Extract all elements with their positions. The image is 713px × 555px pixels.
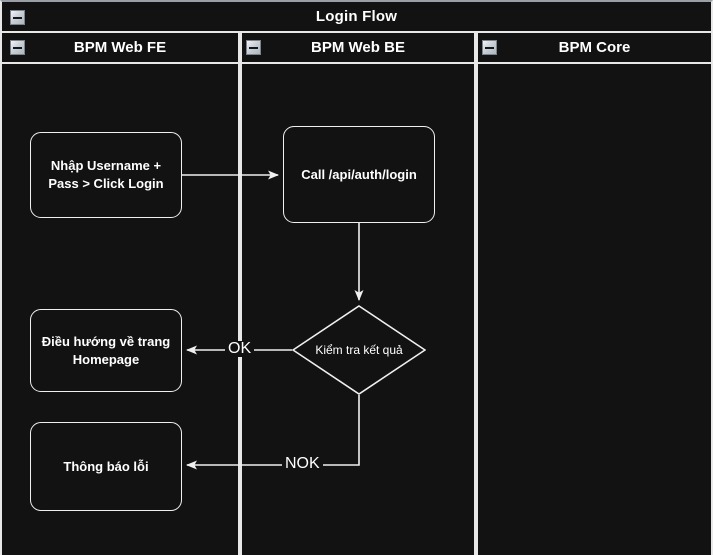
edge-label-nok: NOK xyxy=(282,456,323,472)
task-call-login-api[interactable]: Call /api/auth/login xyxy=(283,126,435,223)
minus-box-icon-lane-be[interactable] xyxy=(246,40,261,55)
diamond-shape-icon xyxy=(292,305,426,395)
lane-header-bpm-web-be: BPM Web BE xyxy=(242,33,474,64)
decision-label: Kiểm tra kết quả xyxy=(315,342,403,357)
task-error-message[interactable]: Thông báo lỗi xyxy=(30,422,182,511)
minus-box-icon-pool[interactable] xyxy=(10,10,25,25)
page-title: Login Flow xyxy=(315,8,398,25)
minus-box-icon-lane-fe[interactable] xyxy=(10,40,25,55)
lane-body-bpm-core xyxy=(478,64,711,555)
lane-header-bpm-core: BPM Core xyxy=(478,33,711,64)
lane-label-bpm-web-fe: BPM Web FE xyxy=(73,39,167,56)
lane-header-bpm-web-fe: BPM Web FE xyxy=(2,33,238,64)
lane-label-bpm-web-be: BPM Web BE xyxy=(311,39,405,56)
decision-check-result[interactable]: Kiểm tra kết quả xyxy=(292,305,426,395)
task-input-credentials[interactable]: Nhập Username + Pass > Click Login xyxy=(30,132,182,218)
minus-box-icon-lane-core[interactable] xyxy=(482,40,497,55)
pool-title-bar: Login Flow xyxy=(2,2,711,33)
lane-label-bpm-core: BPM Core xyxy=(558,39,631,56)
lane-separator xyxy=(474,33,478,555)
task-redirect-homepage[interactable]: Điều hướng về trang Homepage xyxy=(30,309,182,392)
edge-label-ok: OK xyxy=(225,341,255,357)
lane-separator xyxy=(238,33,242,555)
